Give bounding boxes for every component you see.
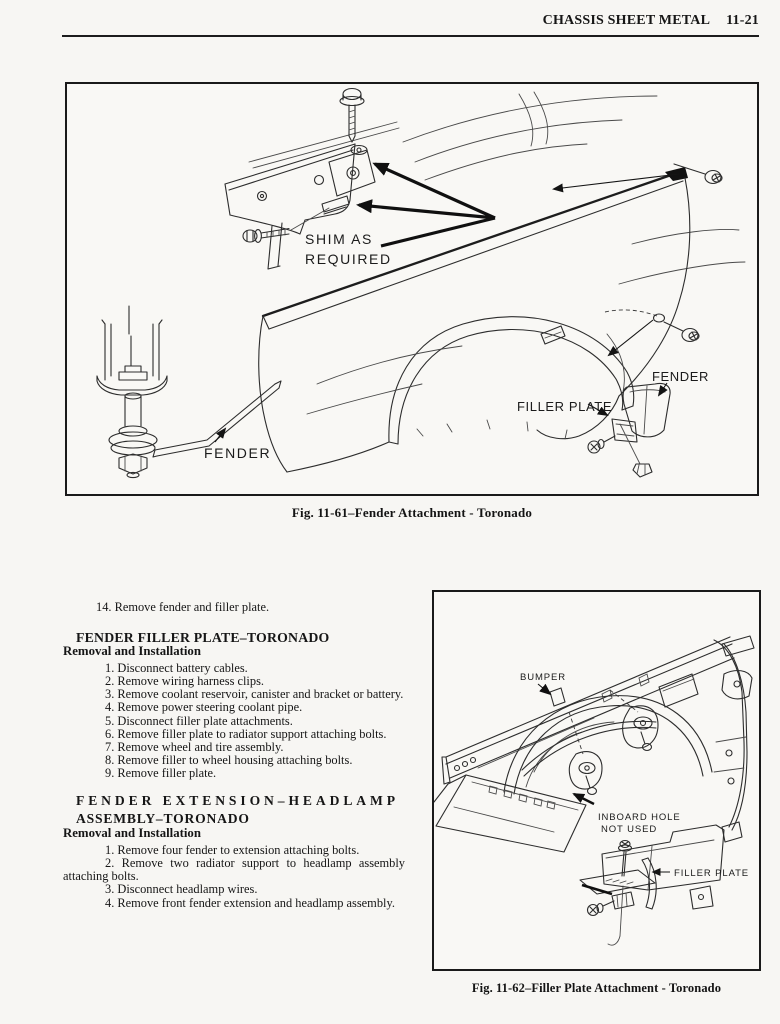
step-item: 8. Remove filler to wheel housing attach… — [105, 752, 353, 767]
section-heading-fender-filler-plate: FENDER FILLER PLATE–TORONADO — [76, 630, 330, 646]
fender-attachment-illustration: SHIM AS REQUIRED — [96, 87, 746, 479]
step-item: 2. Remove two radiator support to headla… — [63, 856, 405, 884]
step-item: 6. Remove filler plate to radiator suppo… — [105, 726, 387, 741]
step-item: 9. Remove filler plate. — [105, 765, 217, 780]
shim-as-required-callout: SHIM AS REQUIRED — [305, 162, 496, 267]
fender-panel — [258, 167, 691, 473]
chapter-title: CHASSIS SHEET METAL — [542, 13, 711, 28]
subheading-removal-installation-2: Removal and Installation — [63, 826, 201, 841]
text-column: 14. Remove fender and filler plate. FEND… — [63, 600, 405, 910]
page-header: CHASSIS SHEET METAL 11-21 — [62, 13, 759, 29]
step-item: 3. Remove coolant reservoir, canister an… — [105, 687, 404, 702]
shim-as-required-label-line2: REQUIRED — [305, 251, 392, 267]
step-item: 7. Remove wheel and tire assembly. — [105, 739, 284, 754]
body-mount-group: FENDER — [96, 305, 282, 479]
inboard-hole-label-line2: NOT USED — [601, 824, 657, 835]
radiator-support — [224, 143, 376, 270]
bumper-label: BUMPER — [520, 672, 566, 683]
steps-list-1: 1. Disconnect battery cables. 2. Remove … — [63, 662, 405, 780]
bumper-callout: BUMPER — [520, 672, 566, 707]
shim-as-required-label-line1: SHIM AS — [305, 231, 373, 247]
fender-right-label: FENDER — [652, 369, 709, 384]
step-item-14: 14. Remove fender and filler plate. — [96, 600, 270, 614]
figure-fender-attachment: SHIM AS REQUIRED — [65, 82, 759, 496]
page-number: 11-21 — [726, 13, 759, 28]
top-bolt-icon — [339, 87, 365, 143]
figure2-caption: Fig. 11-62–Filler Plate Attachment - Tor… — [471, 981, 722, 995]
filler-plate-label: FILLER PLATE — [517, 399, 612, 414]
figure1-caption: Fig. 11-61–Fender Attachment - Toronado — [291, 505, 533, 520]
step-item: 2. Remove wiring harness clips. — [105, 674, 264, 689]
step-item: 1. Remove four fender to extension attac… — [105, 843, 360, 858]
left-bolt-icon — [242, 207, 330, 243]
steps-list-2: 1. Remove four fender to extension attac… — [63, 843, 405, 910]
section-heading-fender-extension: FENDER EXTENSION–HEADLAMP ASSEMBLY–TORON… — [76, 792, 405, 827]
inboard-hole-label-line1: INBOARD HOLE — [598, 812, 681, 823]
fender-left-label: FENDER — [204, 445, 271, 461]
header-rule — [62, 35, 759, 37]
subheading-removal-installation-1: Removal and Installation — [63, 644, 201, 659]
filler-plate-group: FILLER PLATE FENDER — [517, 369, 709, 478]
figure-filler-plate-attachment: BUMPER — [432, 590, 761, 971]
filler-plate-attachment-illustration: BUMPER — [433, 635, 755, 946]
car-body-sketch — [248, 91, 746, 285]
right-bolts — [552, 163, 723, 357]
step-item: 1. Disconnect battery cables. — [105, 661, 248, 676]
filler-plate-label: FILLER PLATE — [674, 868, 749, 879]
bumper-beam — [441, 635, 755, 785]
filler-plate-exploded: FILLER PLATE — [579, 839, 749, 946]
heading-line-2: ASSEMBLY–TORONADO — [76, 810, 250, 826]
step-item: 5. Disconnect filler plate attachments. — [105, 713, 293, 728]
fender-side-section — [601, 639, 748, 910]
heading-line-1: FENDER EXTENSION–HEADLAMP — [76, 793, 399, 809]
step-item: 3. Disconnect headlamp wires. — [105, 882, 258, 897]
wheelhouse — [503, 689, 713, 796]
step-item: 4. Remove front fender extension and hea… — [105, 895, 395, 910]
splash-shield: INBOARD HOLE NOT USED — [433, 774, 681, 853]
step-item: 4. Remove power steering coolant pipe. — [105, 700, 303, 715]
